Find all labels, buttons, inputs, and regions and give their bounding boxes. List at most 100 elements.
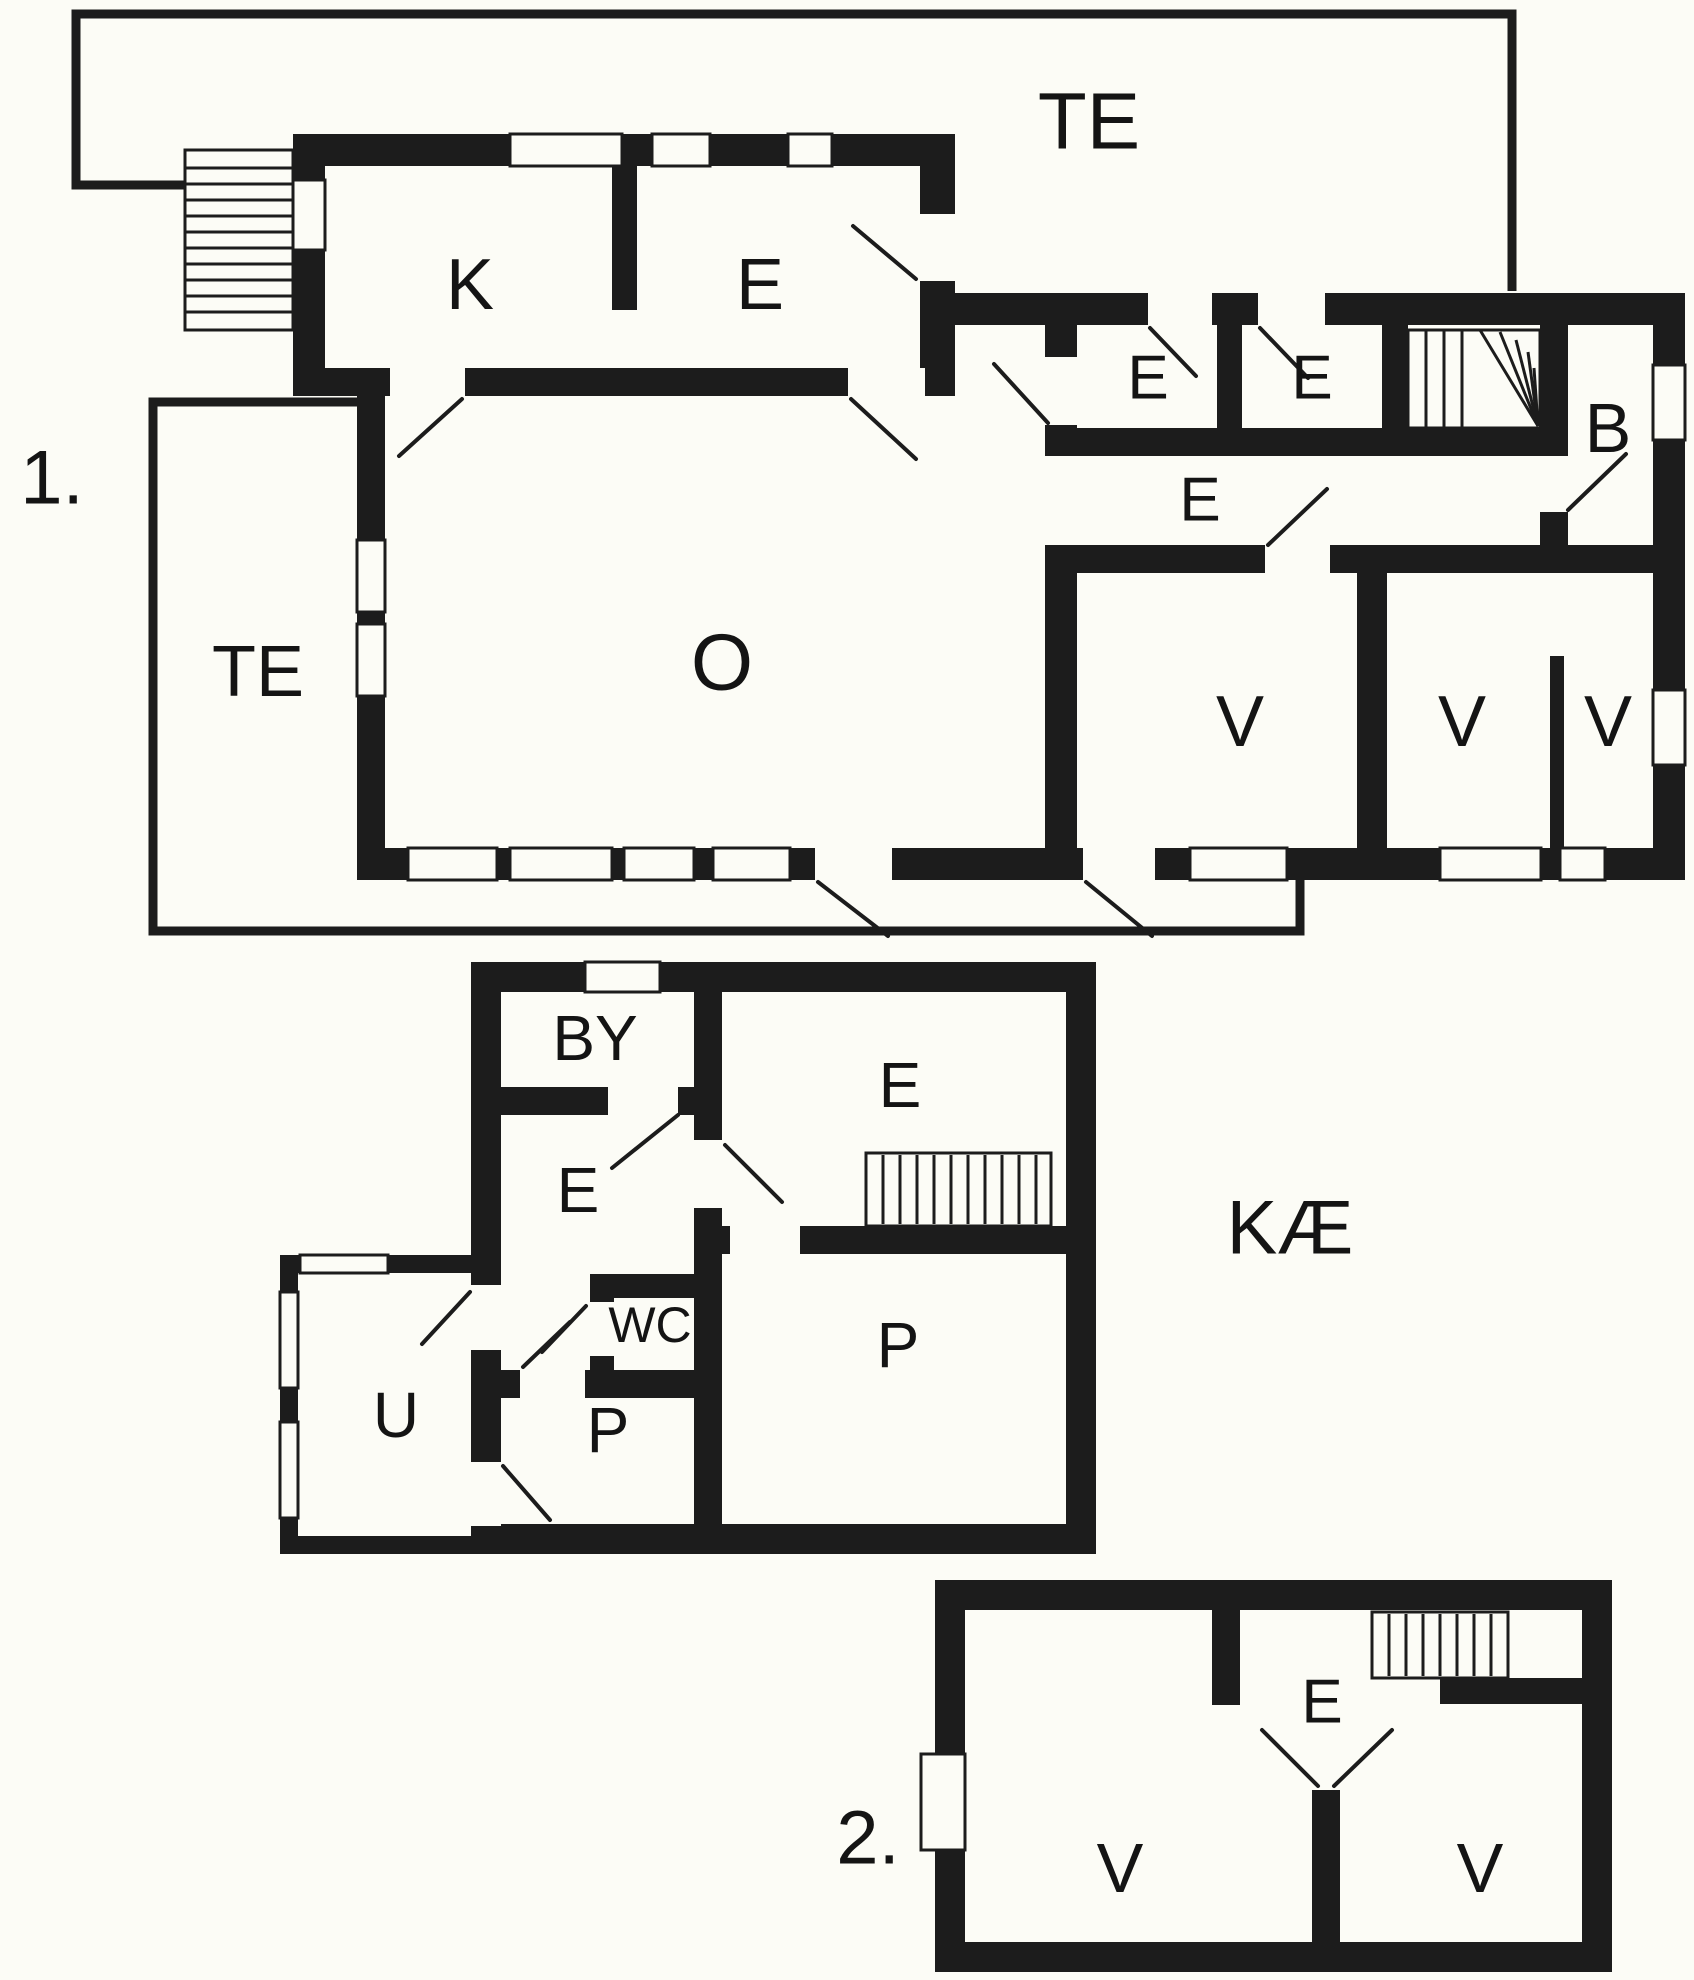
room-label-e-hall: E bbox=[1301, 1668, 1342, 1737]
winder-stairs-icon bbox=[1406, 328, 1542, 430]
door-opening bbox=[730, 1226, 800, 1254]
wall-segment bbox=[1045, 545, 1685, 573]
window bbox=[786, 132, 834, 168]
door-opening bbox=[471, 1462, 501, 1526]
door-swing bbox=[851, 224, 918, 281]
window bbox=[406, 846, 499, 882]
basement-labels: BY E E WC P P U KÆ bbox=[373, 1002, 1353, 1466]
basement-windows bbox=[278, 960, 662, 1520]
room-label-terrace-top: TE bbox=[1038, 77, 1140, 166]
room-label-p-large: P bbox=[877, 1309, 920, 1381]
floor2-plan: 2. E V V bbox=[836, 1580, 1612, 1972]
door-opening bbox=[920, 214, 955, 281]
wall-segment bbox=[935, 1580, 1612, 1610]
window bbox=[508, 846, 614, 882]
floor1-plan: TE 1. K E E E B E TE O V V V bbox=[20, 9, 1687, 938]
room-label-wc: WC bbox=[608, 1297, 691, 1353]
floor2-labels: 2. E V V bbox=[836, 1668, 1503, 1908]
basement-stairs-icon bbox=[864, 1151, 1053, 1228]
floor2-windows bbox=[919, 1752, 967, 1852]
floor2-stairs-icon bbox=[1370, 1610, 1510, 1680]
room-label-utility: U bbox=[373, 1379, 419, 1451]
room-label-bath: B bbox=[1585, 389, 1632, 467]
floor-label-first: 1. bbox=[20, 436, 83, 521]
wall-segment bbox=[471, 962, 1096, 992]
room-label-by: BY bbox=[552, 1002, 637, 1074]
wall-segment bbox=[1540, 325, 1568, 573]
window bbox=[1651, 363, 1687, 442]
floor1-walls bbox=[293, 134, 1685, 880]
room-label-e-mid: E bbox=[557, 1154, 600, 1226]
door-opening bbox=[520, 1370, 585, 1398]
stairs-outline bbox=[864, 1151, 1053, 1228]
basement-walls bbox=[280, 962, 1096, 1554]
floor1-door-swings bbox=[397, 224, 1628, 938]
stair-tread bbox=[1498, 331, 1540, 427]
door-swing bbox=[992, 362, 1050, 425]
door-swing bbox=[1566, 452, 1628, 512]
door-opening bbox=[471, 1285, 501, 1350]
window bbox=[583, 960, 662, 994]
wall-segment bbox=[471, 962, 501, 1554]
window bbox=[1651, 688, 1687, 767]
door-swing bbox=[1332, 1728, 1394, 1788]
window bbox=[919, 1752, 967, 1852]
terrace-top-outline bbox=[71, 9, 1517, 291]
stair-tread bbox=[1532, 367, 1540, 427]
basement-plan: BY E E WC P P U KÆ bbox=[278, 960, 1353, 1554]
door-swing bbox=[1084, 880, 1154, 938]
wall-segment bbox=[293, 134, 325, 396]
floor1-door-openings bbox=[390, 214, 1568, 880]
door-swing bbox=[521, 1320, 572, 1369]
door-swing bbox=[420, 1290, 472, 1346]
stairs-outline bbox=[1370, 1610, 1510, 1680]
door-opening bbox=[1258, 293, 1325, 325]
wall-segment bbox=[1045, 428, 1540, 456]
room-label-v1: V bbox=[1216, 682, 1264, 762]
floor2-walls bbox=[935, 1580, 1612, 1972]
room-label-entry: E bbox=[736, 245, 784, 325]
wall-segment bbox=[293, 134, 955, 166]
stair-tread bbox=[1478, 329, 1540, 427]
door-opening bbox=[608, 1087, 678, 1115]
window bbox=[622, 846, 696, 882]
room-label-e1: E bbox=[1127, 344, 1168, 413]
room-label-terrace-left: TE bbox=[212, 632, 304, 712]
exterior-stairs-icon bbox=[183, 148, 295, 332]
door-swing bbox=[849, 397, 918, 461]
door-swing bbox=[723, 1143, 784, 1204]
door-swing bbox=[501, 1464, 552, 1522]
wall-segment bbox=[1312, 1790, 1340, 1942]
wall-segment bbox=[1550, 656, 1564, 848]
floor1-windows bbox=[291, 132, 1687, 882]
room-label-living: O bbox=[691, 618, 753, 707]
basement-door-openings bbox=[471, 1087, 800, 1526]
door-opening bbox=[612, 310, 637, 368]
door-opening bbox=[590, 1302, 614, 1356]
window bbox=[650, 132, 712, 168]
door-opening bbox=[1265, 545, 1330, 573]
stairs-outline bbox=[1406, 328, 1542, 430]
wall-segment bbox=[1066, 962, 1096, 1554]
floor-label-second: 2. bbox=[836, 1796, 899, 1881]
basement-door-swings bbox=[420, 1113, 784, 1522]
door-opening bbox=[390, 368, 465, 396]
room-label-e2: E bbox=[1291, 344, 1332, 413]
wall-segment bbox=[1582, 1580, 1612, 1972]
wall-segment bbox=[1217, 325, 1242, 428]
room-label-v-left: V bbox=[1097, 1829, 1144, 1907]
room-label-v2: V bbox=[1438, 682, 1486, 762]
wall-segment bbox=[1357, 573, 1387, 848]
door-swing bbox=[1258, 326, 1310, 380]
door-swing bbox=[816, 880, 890, 938]
window bbox=[355, 538, 387, 614]
window bbox=[298, 1253, 390, 1275]
wall-segment bbox=[1382, 325, 1408, 428]
door-opening bbox=[1045, 357, 1077, 425]
room-label-v-right: V bbox=[1457, 1829, 1504, 1907]
window bbox=[291, 178, 327, 252]
floor1-labels: TE 1. K E E E B E TE O V V V bbox=[20, 77, 1632, 763]
room-label-hall: E bbox=[1179, 466, 1220, 535]
door-opening bbox=[848, 368, 925, 396]
